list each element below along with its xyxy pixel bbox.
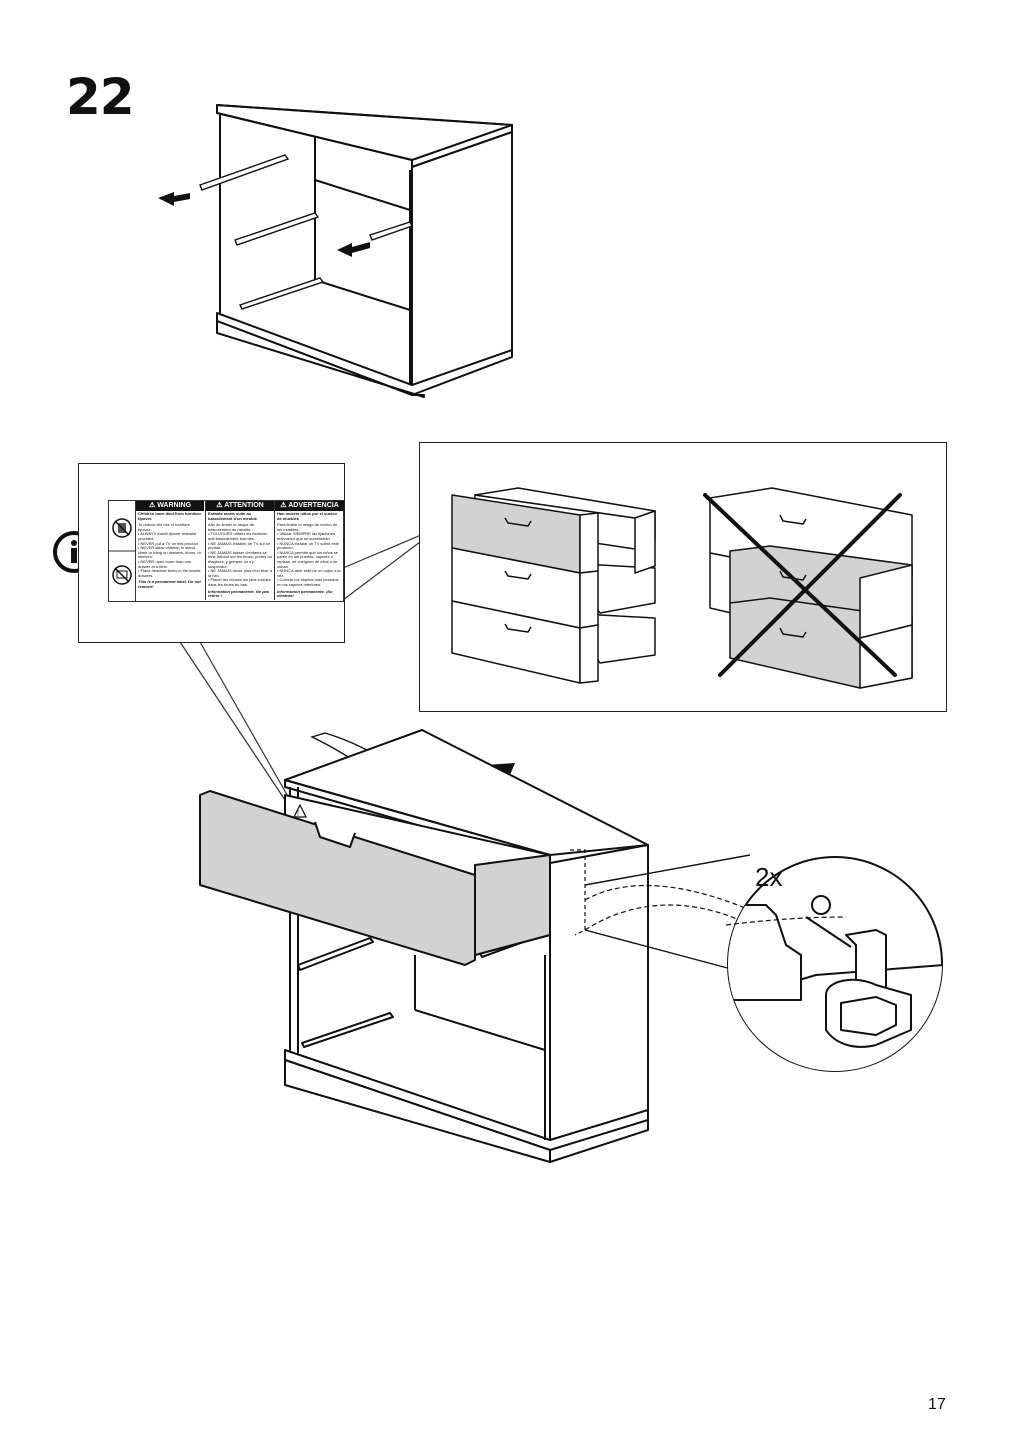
- label-footer-en: This is a permanent label. Do not remove…: [138, 579, 201, 589]
- label-body-es: Para limitar el riesgo de vuelco de los …: [277, 522, 341, 587]
- label-title-es: Han muerto niños por el vuelco de mueble…: [277, 511, 337, 521]
- label-footer-fr: Information permanente. Ne pas retirer !: [208, 588, 270, 599]
- bracket-detail-circle: [725, 855, 944, 1073]
- label-icon-column: [109, 501, 136, 601]
- incorrect-drawer-order-illustration: [709, 487, 913, 689]
- label-column-fr: ⚠ ATTENTION Enfants morts suite au bascu…: [205, 501, 274, 600]
- cross-out-icon: [703, 493, 902, 677]
- label-header-es: ADVERTENCIA: [288, 502, 339, 509]
- warning-triangle-icon: ⚠: [216, 502, 223, 509]
- label-footer-es: Información permanente. ¡No eliminar!: [277, 588, 333, 599]
- page-number: 17: [928, 1396, 946, 1413]
- label-column-en: ⚠ WARNING Children have died from furnit…: [136, 501, 204, 591]
- quantity-label: 2x: [755, 862, 783, 892]
- label-body-en: To reduce the risk of furniture tipover:…: [138, 522, 201, 578]
- label-header-en: WARNING: [157, 502, 192, 509]
- label-body-fr: Afin de limiter le risque de basculement…: [208, 522, 272, 587]
- label-callout-box: ⚠ WARNING Children have died from furnit…: [78, 463, 345, 643]
- warning-triangle-icon: ⚠: [148, 502, 156, 509]
- label-header-fr: ATTENTION: [224, 502, 264, 509]
- label-title-fr: Enfants morts suite au basculement d'un …: [208, 511, 259, 521]
- tv-icon: [112, 565, 132, 585]
- label-title-en: Children have died from furniture tipove…: [138, 511, 202, 521]
- warning-label: ⚠ WARNING Children have died from furnit…: [108, 500, 344, 602]
- drawer-order-comparison-box: [419, 442, 947, 712]
- warning-triangle-icon: ⚠: [280, 502, 287, 509]
- arrow-icon: [158, 192, 370, 257]
- svg-text:!: !: [297, 809, 299, 818]
- step-number: 22: [66, 68, 135, 126]
- label-column-es: ⚠ ADVERTENCIA Han muerto niños por el vu…: [274, 501, 344, 600]
- dresser-drawer-illustration: !: [199, 729, 751, 1163]
- correct-drawer-order-illustration: [451, 487, 656, 684]
- warning-triangle-icon: !: [293, 803, 307, 818]
- dresser-frame-illustration: [158, 104, 513, 398]
- child-climbing-icon: [112, 518, 132, 538]
